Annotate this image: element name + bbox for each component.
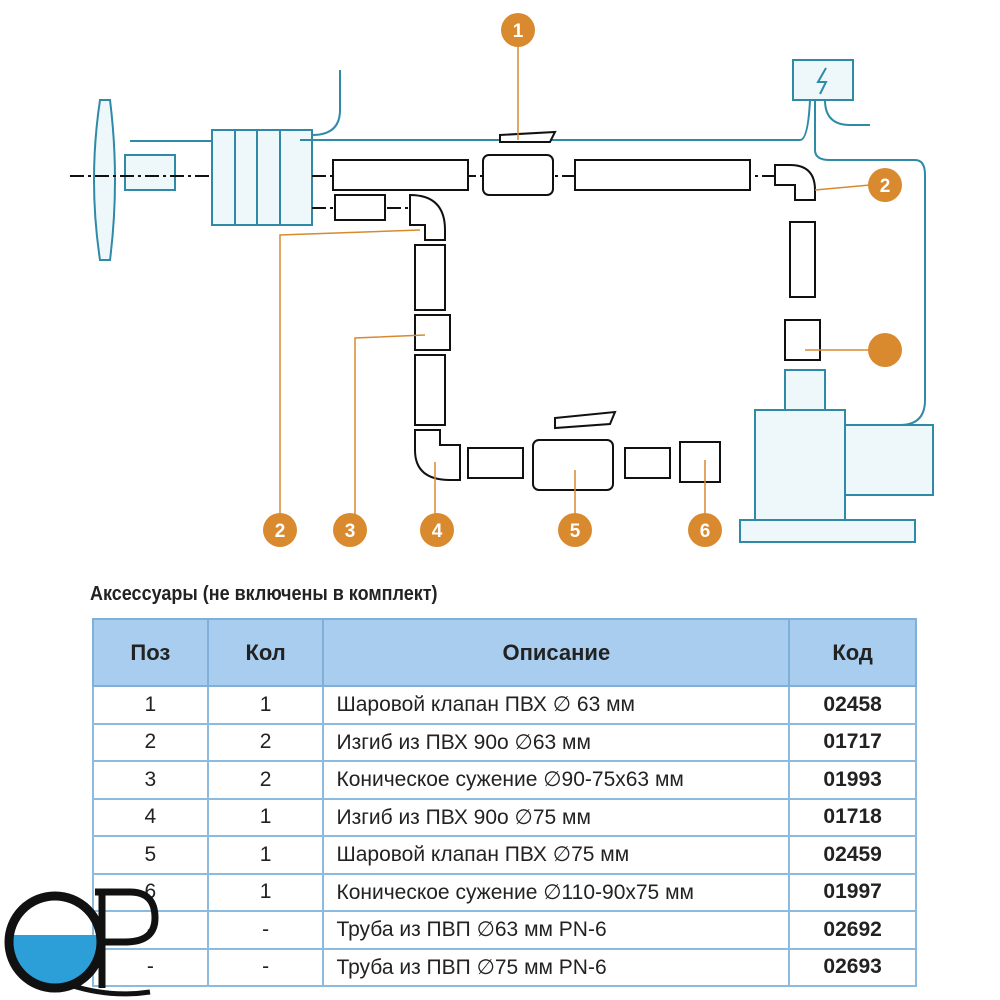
cell-description: Коническое сужение ∅110-90x75 мм xyxy=(322,872,791,912)
valve-1-handle xyxy=(499,130,557,143)
pump-motor xyxy=(844,424,934,496)
cell-pos: 2 xyxy=(92,722,209,762)
cell-code: 01997 xyxy=(788,872,917,912)
marker-label: 6 xyxy=(700,521,711,542)
elbow-4 xyxy=(414,429,461,481)
reducer-right xyxy=(784,319,821,361)
cell-description: Труба из ПВП ∅63 мм PN-6 xyxy=(322,910,791,950)
leader-lines xyxy=(279,45,871,515)
marker-circle xyxy=(333,513,367,547)
cell-code: 02458 xyxy=(788,685,917,725)
electric-box xyxy=(792,59,854,101)
cell-code: 01993 xyxy=(788,760,917,800)
reducer-3 xyxy=(414,314,451,351)
cell-pos: 1 xyxy=(92,685,209,725)
marker-circle xyxy=(868,168,902,202)
cell-qty: - xyxy=(206,910,325,950)
cell-code: 02693 xyxy=(788,947,917,987)
cell-pos: 3 xyxy=(92,760,209,800)
valve-5 xyxy=(532,439,614,491)
cell-qty: 1 xyxy=(206,835,325,875)
marker-circle xyxy=(263,513,297,547)
pipes xyxy=(70,130,821,491)
header-code: Код xyxy=(788,618,917,687)
cable-top xyxy=(130,70,811,142)
marker-circle xyxy=(688,513,722,547)
cell-pos: 5 xyxy=(92,835,209,875)
cell-description: Изгиб из ПВХ 90о ∅75 мм xyxy=(322,797,791,837)
marker-circle xyxy=(868,333,902,367)
cell-description: Изгиб из ПВХ 90о ∅63 мм xyxy=(322,722,791,762)
marker-label: 2 xyxy=(275,521,286,542)
marker-label: 5 xyxy=(570,521,581,542)
marker-circle xyxy=(558,513,592,547)
heat-exchanger xyxy=(211,129,313,226)
wall-inlet xyxy=(93,99,116,261)
marker-circle xyxy=(420,513,454,547)
callout-marker: 6 xyxy=(688,513,722,547)
header-pos: Поз xyxy=(92,618,209,687)
callout-marker: 2 xyxy=(868,168,902,202)
marker-label: 1 xyxy=(513,21,524,42)
cell-description: Труба из ПВП ∅75 мм PN-6 xyxy=(322,947,791,987)
qp-logo xyxy=(4,888,159,997)
cell-pos: - xyxy=(92,947,209,987)
cell-description: Шаровой клапан ПВХ ∅ 63 мм xyxy=(322,685,791,725)
elbow-2a xyxy=(409,193,446,241)
marker-label: 2 xyxy=(880,176,891,197)
valve-5-handle xyxy=(554,410,617,430)
cell-qty: 2 xyxy=(206,760,325,800)
equipment xyxy=(93,59,934,543)
cell-qty: - xyxy=(206,947,325,987)
section-title: Аксессуары (не включены в комплект) xyxy=(90,583,438,605)
callout-marker: 1 xyxy=(501,13,535,47)
cell-code: 02459 xyxy=(788,835,917,875)
callout-markers: 1 2 2 3 4 5 6 xyxy=(263,13,902,547)
cell-code: 01717 xyxy=(788,722,917,762)
table-header-row: Поз Кол Описание Код xyxy=(92,618,917,687)
lightning-icon xyxy=(816,67,828,95)
valve-1 xyxy=(482,154,554,196)
cell-qty: 1 xyxy=(206,872,325,912)
cell-code: 01718 xyxy=(788,797,917,837)
callout-marker: 3 xyxy=(333,513,367,547)
pump-housing xyxy=(754,409,846,531)
nozzle xyxy=(124,154,176,191)
cell-code: 02692 xyxy=(788,910,917,950)
pump-base xyxy=(739,519,916,543)
cell-pos: 4 xyxy=(92,797,209,837)
header-qty: Кол xyxy=(206,618,325,687)
cable-right xyxy=(814,99,926,426)
header-description: Описание xyxy=(322,618,791,687)
callout-marker: 5 xyxy=(558,513,592,547)
pool-piping-diagram: 1 2 2 3 4 5 6 xyxy=(70,13,934,547)
callout-marker: 4 xyxy=(420,513,454,547)
cell-qty: 1 xyxy=(206,685,325,725)
cell-description: Коническое сужение ∅90-75x63 мм xyxy=(322,760,791,800)
callout-marker xyxy=(868,333,902,367)
callout-marker: 2 xyxy=(263,513,297,547)
marker-label: 4 xyxy=(432,521,443,542)
marker-circle xyxy=(501,13,535,47)
pump-inlet xyxy=(784,369,826,411)
elbow-2b xyxy=(774,164,816,201)
marker-label: 3 xyxy=(345,521,356,542)
reducer-6 xyxy=(679,441,721,483)
cell-qty: 2 xyxy=(206,722,325,762)
cell-description: Шаровой клапан ПВХ ∅75 мм xyxy=(322,835,791,875)
cell-qty: 1 xyxy=(206,797,325,837)
